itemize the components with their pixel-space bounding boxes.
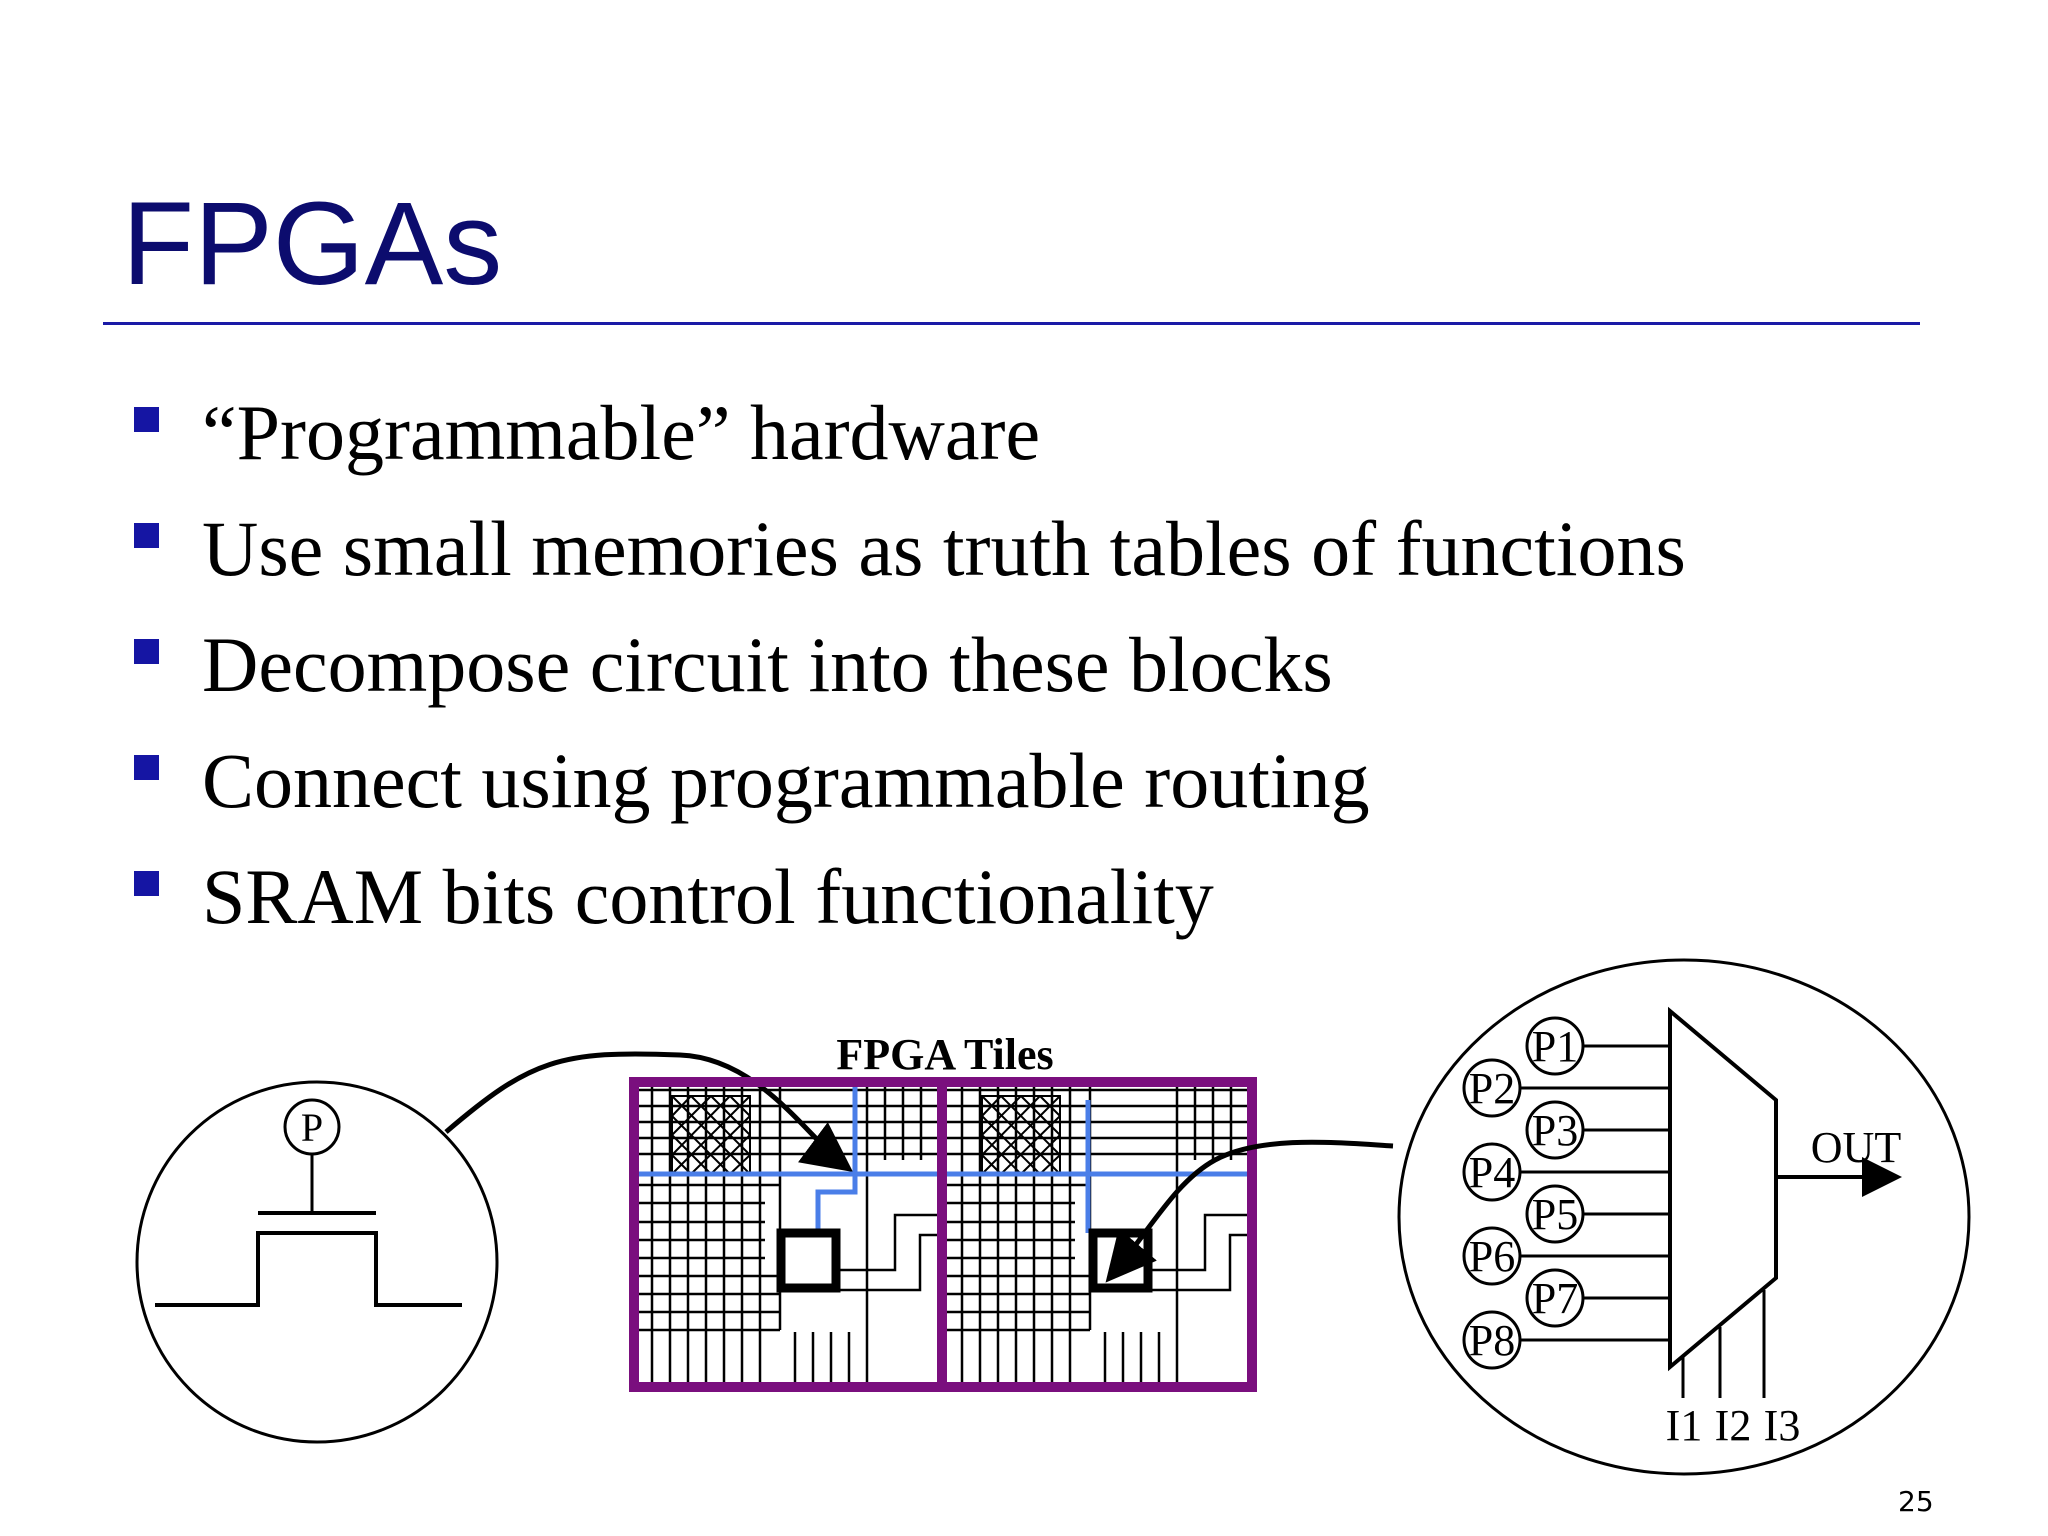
bullet-item: Decompose circuit into these blocks xyxy=(130,607,1686,723)
left-switch-box xyxy=(671,1095,751,1175)
select-label: I3 xyxy=(1764,1401,1801,1450)
bullet-list: “Programmable” hardware Use small memori… xyxy=(130,375,1686,955)
bullet-text: Use small memories as truth tables of fu… xyxy=(202,505,1686,592)
right-tile-routing xyxy=(945,1082,1248,1385)
right-tile-border xyxy=(937,1077,1257,1392)
output-label: OUT xyxy=(1811,1123,1902,1172)
sram-cell-p1 xyxy=(1525,1016,1585,1076)
lut-to-tile-arrow xyxy=(1105,1139,1394,1283)
sram-label: P7 xyxy=(1532,1274,1578,1323)
sram-label: P4 xyxy=(1469,1148,1515,1197)
page-number: 25 xyxy=(1898,1485,1934,1518)
left-logic-block xyxy=(776,1228,841,1293)
bullet-text: Decompose circuit into these blocks xyxy=(202,621,1333,708)
bullet-text: “Programmable” hardware xyxy=(202,389,1041,476)
sram-label: P2 xyxy=(1469,1064,1515,1113)
right-switch-box xyxy=(981,1095,1061,1175)
transistor-channel xyxy=(155,1231,462,1307)
sram-label: P6 xyxy=(1469,1232,1515,1281)
sram-cells xyxy=(1462,1016,1585,1370)
sram-cell-p6 xyxy=(1462,1226,1522,1286)
mux-shape xyxy=(1668,1006,1778,1372)
square-bullet-icon xyxy=(134,871,159,896)
bullet-item: Connect using programmable routing xyxy=(130,723,1686,839)
lut-input-wires xyxy=(1520,1044,1670,1342)
bullet-text: Connect using programmable routing xyxy=(202,737,1370,824)
left-tile-routing xyxy=(634,1082,938,1385)
sram-cell-p2 xyxy=(1462,1058,1522,1118)
square-bullet-icon xyxy=(134,523,159,548)
square-bullet-icon xyxy=(134,407,159,432)
lut-bubble xyxy=(1397,958,1971,1476)
sram-cell-p7 xyxy=(1525,1268,1585,1328)
sram-cell-p5 xyxy=(1525,1184,1585,1244)
slide-title: FPGAs xyxy=(122,178,503,310)
gate-label: P xyxy=(301,1105,323,1150)
transistor-detail: P xyxy=(135,1080,499,1444)
left-tile-blue-route xyxy=(634,1082,942,1233)
bullet-item: “Programmable” hardware xyxy=(130,375,1686,491)
sram-cell-p3 xyxy=(1525,1100,1585,1160)
bullet-item: SRAM bits control functionality xyxy=(130,839,1686,955)
fpga-tiles: FPGA Tiles xyxy=(629,1030,1257,1392)
sram-cell-p8 xyxy=(1462,1310,1522,1370)
mux-select-lines xyxy=(1681,1290,1766,1398)
transistor-bubble xyxy=(135,1080,499,1444)
bullet-text: SRAM bits control functionality xyxy=(202,853,1214,940)
square-bullet-icon xyxy=(134,755,159,780)
sram-label: P1 xyxy=(1532,1022,1578,1071)
title-underline xyxy=(103,322,1920,325)
select-label: I2 xyxy=(1715,1401,1752,1450)
sram-label: P8 xyxy=(1469,1316,1515,1365)
sram-label: P5 xyxy=(1532,1190,1578,1239)
sram-cell-p4 xyxy=(1462,1142,1522,1202)
bullet-item: Use small memories as truth tables of fu… xyxy=(130,491,1686,607)
transistor-to-tile-arrow xyxy=(444,1051,854,1172)
lut-detail: P1 P2 P3 P4 P5 P6 P7 P8 I1 I2 I3 OUT xyxy=(1397,958,1971,1476)
square-bullet-icon xyxy=(134,639,159,664)
tiles-title: FPGA Tiles xyxy=(836,1030,1053,1079)
select-label: I1 xyxy=(1666,1401,1703,1450)
sram-label: P3 xyxy=(1532,1106,1578,1155)
